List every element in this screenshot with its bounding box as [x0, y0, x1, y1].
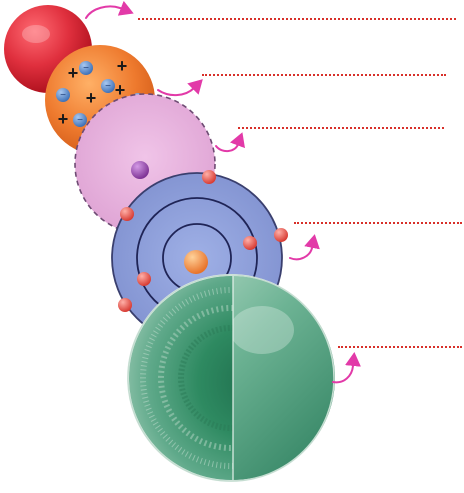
electron [274, 228, 288, 242]
answer-line-5[interactable] [338, 346, 462, 348]
curved-arrow-icon [216, 136, 241, 151]
nucleus [184, 250, 208, 274]
electron: − [56, 88, 70, 102]
answer-line-1[interactable] [138, 18, 456, 20]
negative-charge-symbol: − [83, 63, 89, 74]
electron [120, 207, 134, 221]
answer-line-4[interactable] [294, 222, 462, 224]
electron [243, 236, 257, 250]
curved-arrow-icon [158, 82, 200, 95]
positive-charge-symbol: + [117, 56, 128, 76]
nucleus [131, 161, 149, 179]
curved-arrow-icon [290, 238, 314, 259]
curved-arrow-icon [333, 356, 354, 382]
model-5-electron-cloud-model [127, 274, 335, 482]
negative-charge-symbol: − [105, 81, 111, 92]
curved-arrow-icon [86, 6, 130, 18]
negative-charge-symbol: − [60, 90, 66, 101]
answer-line-3[interactable] [238, 127, 444, 129]
electron [202, 170, 216, 184]
positive-charge-symbol: + [58, 109, 69, 129]
electron: − [73, 113, 87, 127]
electron: − [79, 61, 93, 75]
electron [118, 298, 132, 312]
negative-charge-symbol: − [77, 115, 83, 126]
positive-charge-symbol: + [86, 88, 97, 108]
electron [137, 272, 151, 286]
answer-line-2[interactable] [202, 74, 446, 76]
positive-charge-symbol: + [68, 63, 79, 83]
electron: − [101, 79, 115, 93]
